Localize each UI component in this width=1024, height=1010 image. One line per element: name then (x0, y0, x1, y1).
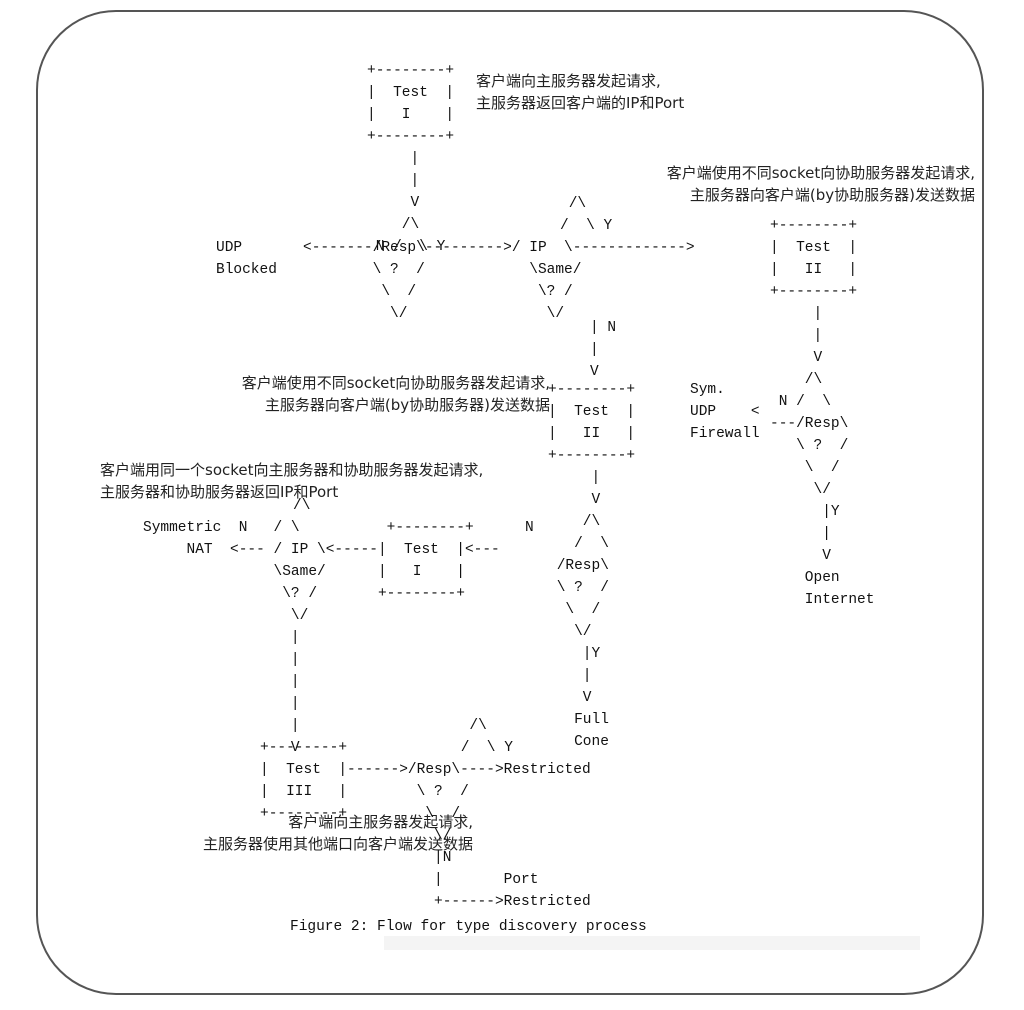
annotation-test2-left: 客户端使用不同socket向协助服务器发起请求, 主服务器向客户端(by协助服务… (241, 374, 550, 414)
annotation-test2-right: 客户端使用不同socket向协助服务器发起请求, 主服务器向客户端(by协助服务… (666, 164, 975, 204)
figure-caption: Figure 2: Flow for type discovery proces… (290, 919, 647, 935)
ip-same-no-branch: | N | V (590, 320, 617, 380)
test-three-diamond-top: /\ / \ Y (460, 718, 513, 756)
annotation-test1-mid: 客户端用同一个socket向主服务器和协助服务器发起请求, 主服务器和协助服务器… (100, 461, 484, 501)
annotation-test3: 客户端向主服务器发起请求, 主服务器使用其他端口向客户端发送数据 (202, 813, 473, 853)
ip-same-diamond2-top: /\ (293, 498, 311, 514)
diagram-frame (36, 10, 984, 995)
ip-same-diamond-top: /\ / \ Y (560, 196, 613, 234)
test-one-box: +--------+ | Test | | I | +--------+ | |… (367, 63, 455, 255)
caption-background (384, 936, 920, 950)
udp-blocked-row: UDP <-------/Resp\--------->/ IP \------… (216, 240, 695, 322)
resp-no-label: N (525, 520, 534, 536)
sym-udp-firewall: Sym. UDP < Firewall (690, 382, 760, 442)
symmetric-nat-row: Symmetric N / \ +--------+ NAT <--- / IP… (143, 520, 500, 756)
test-two-mid-box: +--------+ | Test | | II | +--------+ | … (548, 382, 636, 750)
annotation-test1-top: 客户端向主服务器发起请求, 主服务器返回客户端的IP和Port (476, 72, 685, 112)
test-two-right-box: +--------+ | Test | | II | +--------+ | … (770, 218, 875, 608)
test-three-box: +--------+ | Test |------>/Resp\---->Res… (260, 740, 591, 910)
